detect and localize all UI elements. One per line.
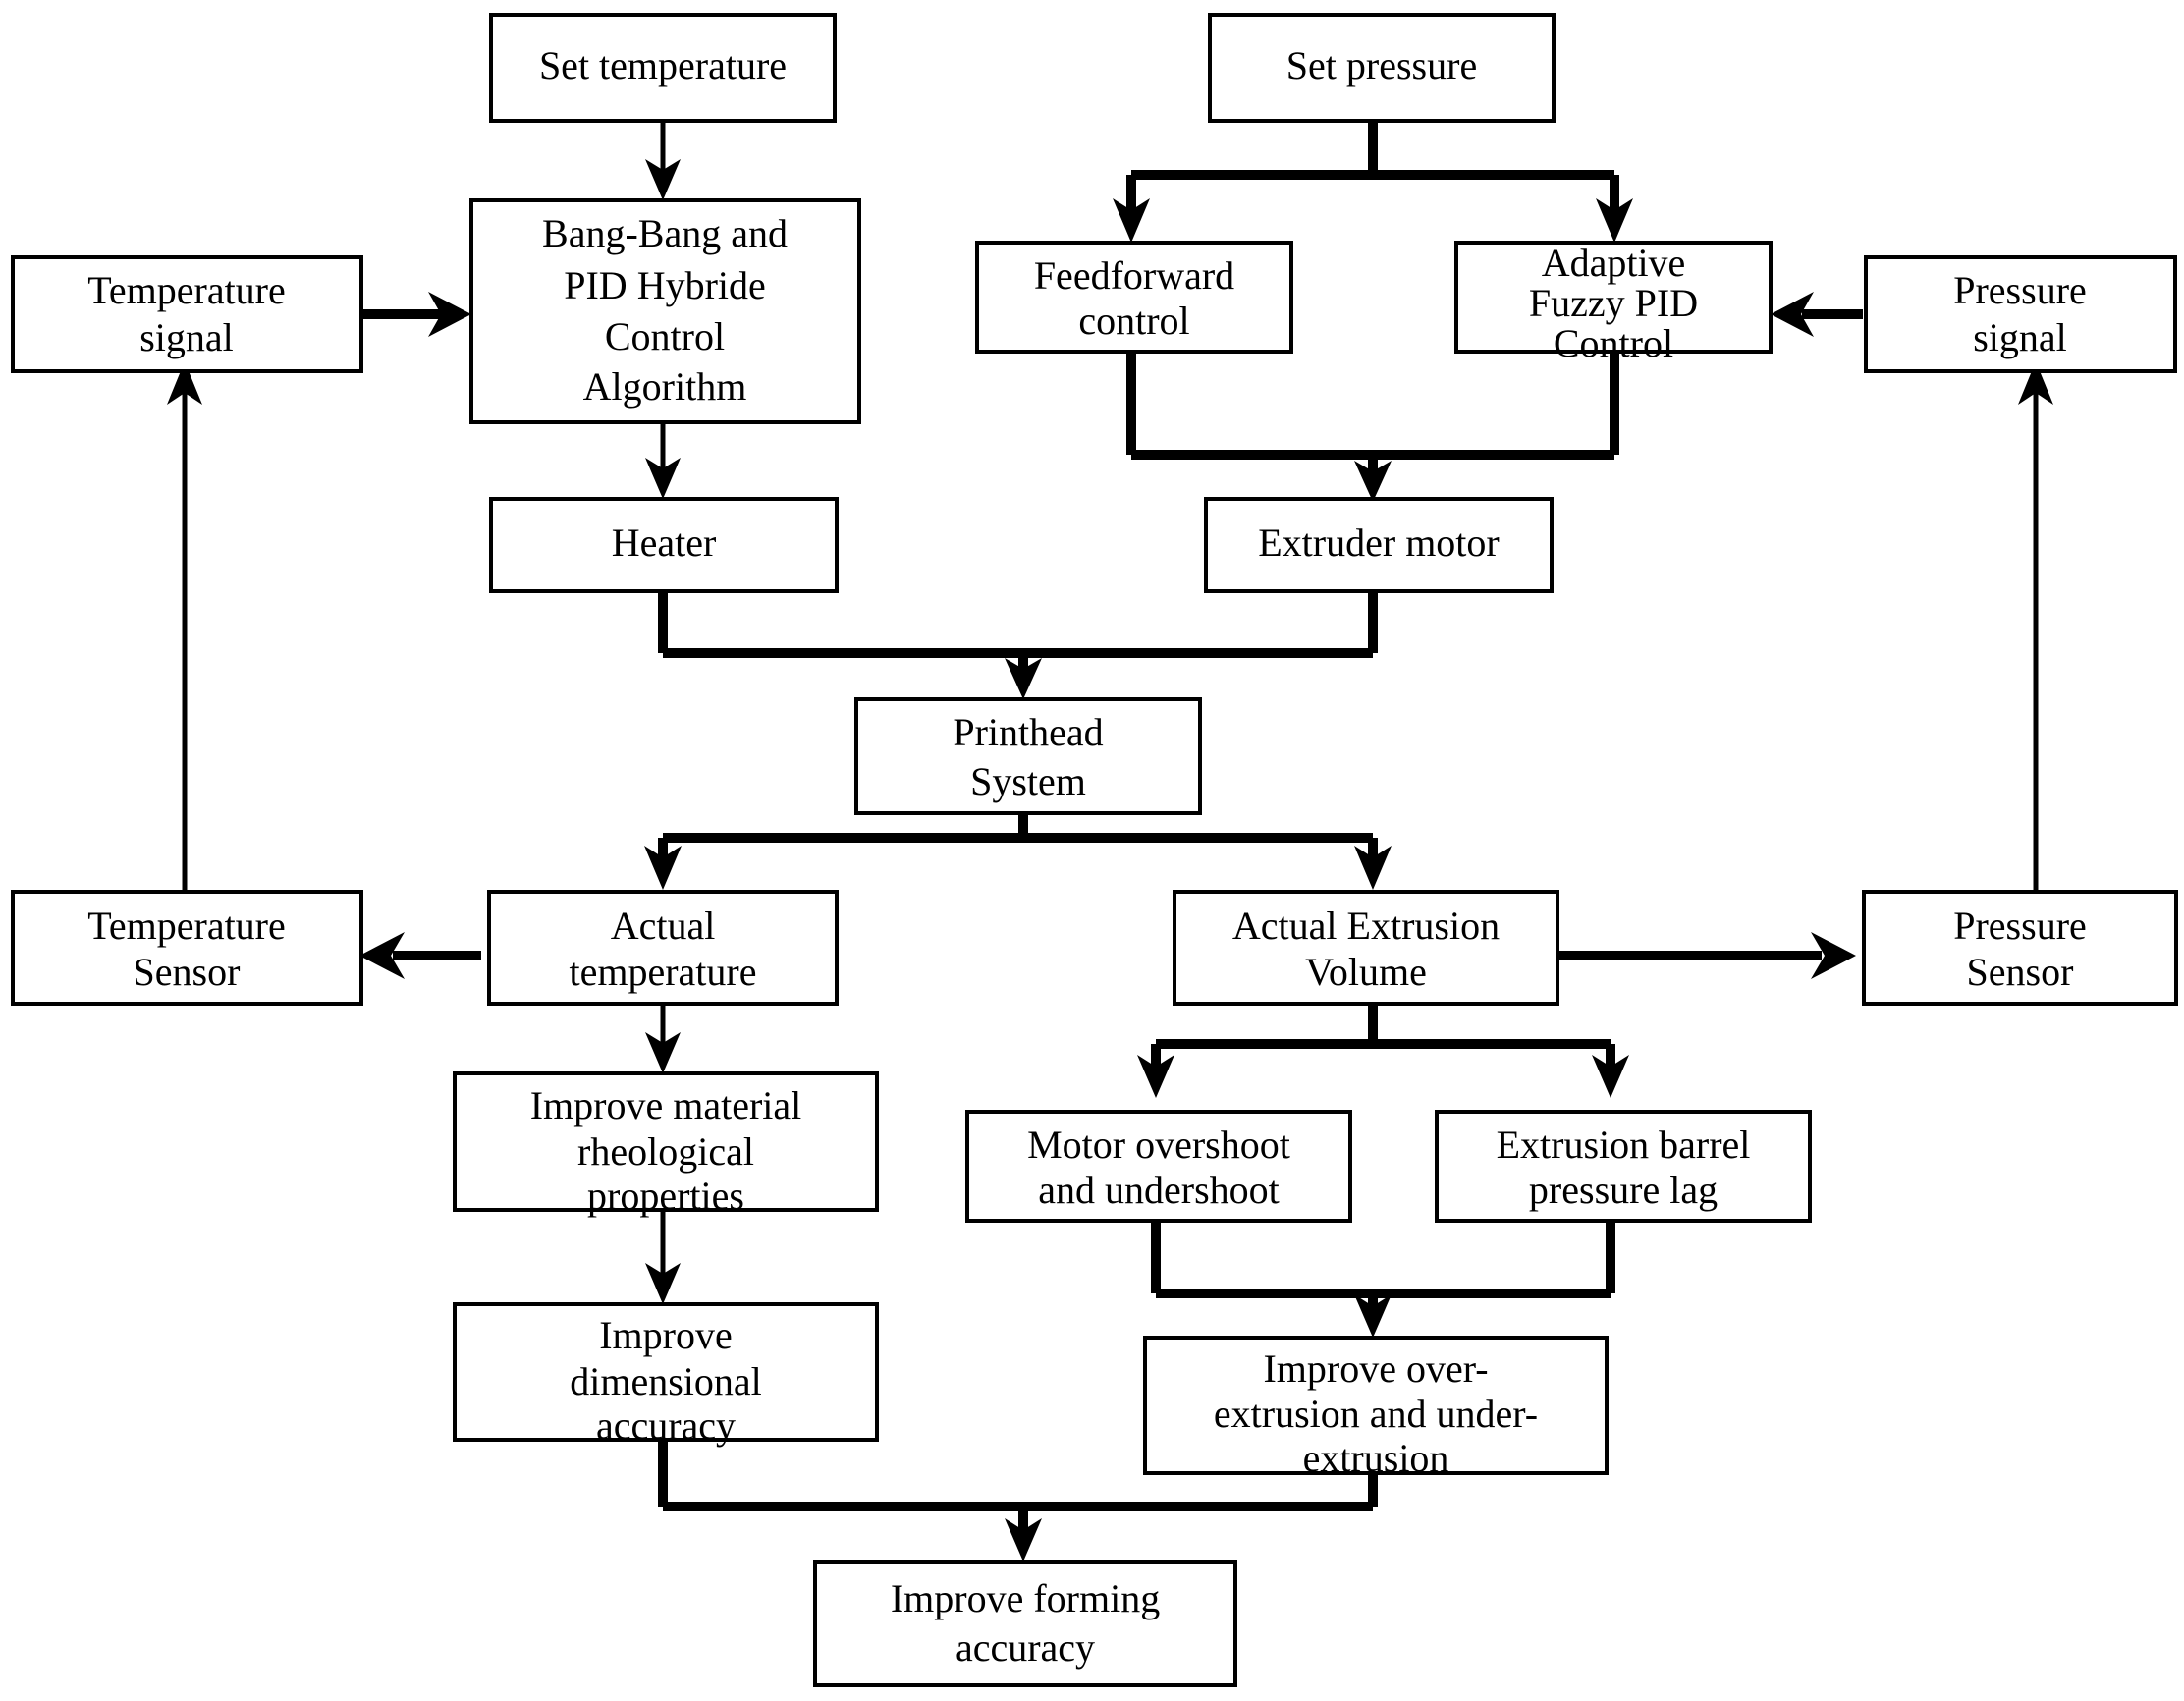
node-extruder-motor[interactable]: Extruder motor	[1204, 497, 1554, 593]
node-adaptive-line-1: Fuzzy PID	[1529, 281, 1698, 325]
edge-printhead-split	[644, 813, 1392, 890]
node-actual-extrusion-line-0: Actual Extrusion	[1232, 904, 1500, 948]
node-bangbang-line-2: Control	[605, 314, 725, 358]
edge-bangbang-to-heater	[645, 422, 681, 499]
node-temperature-signal-line-0: Temperature	[87, 268, 286, 312]
node-extruder-motor-line-0: Extruder motor	[1258, 521, 1500, 565]
node-actual-temperature-line-0: Actual	[611, 904, 716, 948]
node-temperature-signal-line-1: signal	[139, 315, 234, 359]
node-adaptive-fuzzy-pid-control[interactable]: Adaptive Fuzzy PID Control	[1454, 241, 1773, 365]
edge-heater-extruder-to-printhead	[658, 591, 1378, 699]
node-improve-forming-line-1: accuracy	[956, 1625, 1095, 1670]
node-adaptive-line-2: Control	[1554, 321, 1673, 365]
node-heater[interactable]: Heater	[489, 497, 839, 593]
node-printhead-line-0: Printhead	[953, 710, 1103, 754]
edge-controls-to-extruder-motor	[1126, 352, 1619, 502]
node-pressure-signal-line-1: signal	[1973, 315, 2067, 359]
node-improve-extrusion-line-1: extrusion and under-	[1214, 1392, 1538, 1436]
node-motor-overshoot-line-0: Motor overshoot	[1027, 1123, 1290, 1167]
node-improve-extrusion-line-2: extrusion	[1303, 1436, 1449, 1480]
node-pressure-sensor[interactable]: Pressure Sensor	[1862, 890, 2178, 1006]
node-set-pressure[interactable]: Set pressure	[1208, 13, 1556, 123]
node-improve-forming-line-0: Improve forming	[891, 1576, 1160, 1620]
node-temperature-sensor-line-0: Temperature	[87, 904, 286, 948]
edge-actual-extrusion-split	[1137, 1004, 1629, 1098]
edge-pressure-signal-to-adaptive	[1771, 292, 1863, 337]
edge-set-pressure-split	[1113, 121, 1633, 243]
edge-defects-to-improve-extrusion	[1151, 1221, 1615, 1338]
edge-pressure-sensor-to-pressure-signal	[2018, 361, 2053, 892]
node-set-pressure-line-0: Set pressure	[1286, 43, 1477, 87]
node-pressure-signal[interactable]: Pressure signal	[1864, 255, 2177, 373]
edge-temp-sensor-to-temp-signal	[167, 361, 202, 892]
node-feedforward-control[interactable]: Feedforward control	[975, 241, 1293, 354]
edge-improvements-to-forming-accuracy	[658, 1433, 1378, 1562]
node-bangbang-line-0: Bang-Bang and	[542, 211, 788, 255]
node-improve-dimensional-accuracy[interactable]: Improve dimensional accuracy	[453, 1302, 879, 1448]
node-improve-over-under-extrusion[interactable]: Improve over- extrusion and under- extru…	[1143, 1336, 1609, 1480]
node-improve-material-rheological[interactable]: Improve material rheological properties	[453, 1071, 879, 1218]
node-actual-temperature-line-1: temperature	[570, 950, 757, 994]
node-improve-material-line-2: properties	[587, 1174, 744, 1218]
node-set-temperature-line-0: Set temperature	[539, 43, 787, 87]
node-improve-material-line-0: Improve material	[530, 1083, 802, 1127]
node-improve-forming-accuracy[interactable]: Improve forming accuracy	[813, 1560, 1237, 1687]
node-motor-overshoot-undershoot[interactable]: Motor overshoot and undershoot	[965, 1110, 1352, 1223]
node-improve-extrusion-line-0: Improve over-	[1263, 1346, 1488, 1391]
node-actual-extrusion-volume[interactable]: Actual Extrusion Volume	[1173, 890, 1559, 1006]
node-adaptive-line-0: Adaptive	[1542, 241, 1686, 285]
node-bangbang-line-1: PID Hybride	[564, 263, 766, 307]
node-heater-line-0: Heater	[612, 521, 717, 565]
node-pressure-signal-line-0: Pressure	[1953, 268, 2087, 312]
node-motor-overshoot-line-1: and undershoot	[1038, 1168, 1280, 1212]
node-temperature-signal[interactable]: Temperature signal	[11, 255, 363, 373]
node-bang-bang-pid-control[interactable]: Bang-Bang and PID Hybride Control Algori…	[469, 198, 861, 424]
node-temperature-sensor[interactable]: Temperature Sensor	[11, 890, 363, 1006]
node-printhead-line-1: System	[970, 759, 1086, 803]
node-feedforward-line-0: Feedforward	[1034, 253, 1234, 298]
node-improve-dimensional-line-2: accuracy	[596, 1403, 736, 1448]
node-improve-dimensional-line-1: dimensional	[570, 1359, 762, 1403]
edge-actual-temp-to-temp-sensor	[359, 932, 481, 979]
node-bangbang-line-3: Algorithm	[583, 364, 747, 409]
node-extrusion-barrel-line-1: pressure lag	[1529, 1168, 1718, 1212]
node-extrusion-barrel-pressure-lag[interactable]: Extrusion barrel pressure lag	[1435, 1110, 1812, 1223]
edge-set-temperature-to-bangbang	[645, 121, 681, 200]
edge-actual-extrusion-to-pressure-sensor	[1559, 932, 1856, 979]
edge-improve-material-to-dimensional	[645, 1210, 681, 1304]
edge-actual-temp-to-improve-material	[645, 1004, 681, 1073]
node-actual-temperature[interactable]: Actual temperature	[487, 890, 839, 1006]
node-pressure-sensor-line-0: Pressure	[1953, 904, 2087, 948]
node-actual-extrusion-line-1: Volume	[1305, 950, 1427, 994]
node-printhead-system[interactable]: Printhead System	[854, 697, 1202, 815]
node-pressure-sensor-line-1: Sensor	[1967, 950, 2074, 994]
node-extrusion-barrel-line-0: Extrusion barrel	[1497, 1123, 1751, 1167]
node-improve-dimensional-line-0: Improve	[599, 1313, 733, 1357]
node-improve-material-line-1: rheological	[577, 1129, 754, 1174]
node-set-temperature[interactable]: Set temperature	[489, 13, 837, 123]
node-temperature-sensor-line-1: Sensor	[134, 950, 241, 994]
node-feedforward-line-1: control	[1078, 299, 1189, 343]
